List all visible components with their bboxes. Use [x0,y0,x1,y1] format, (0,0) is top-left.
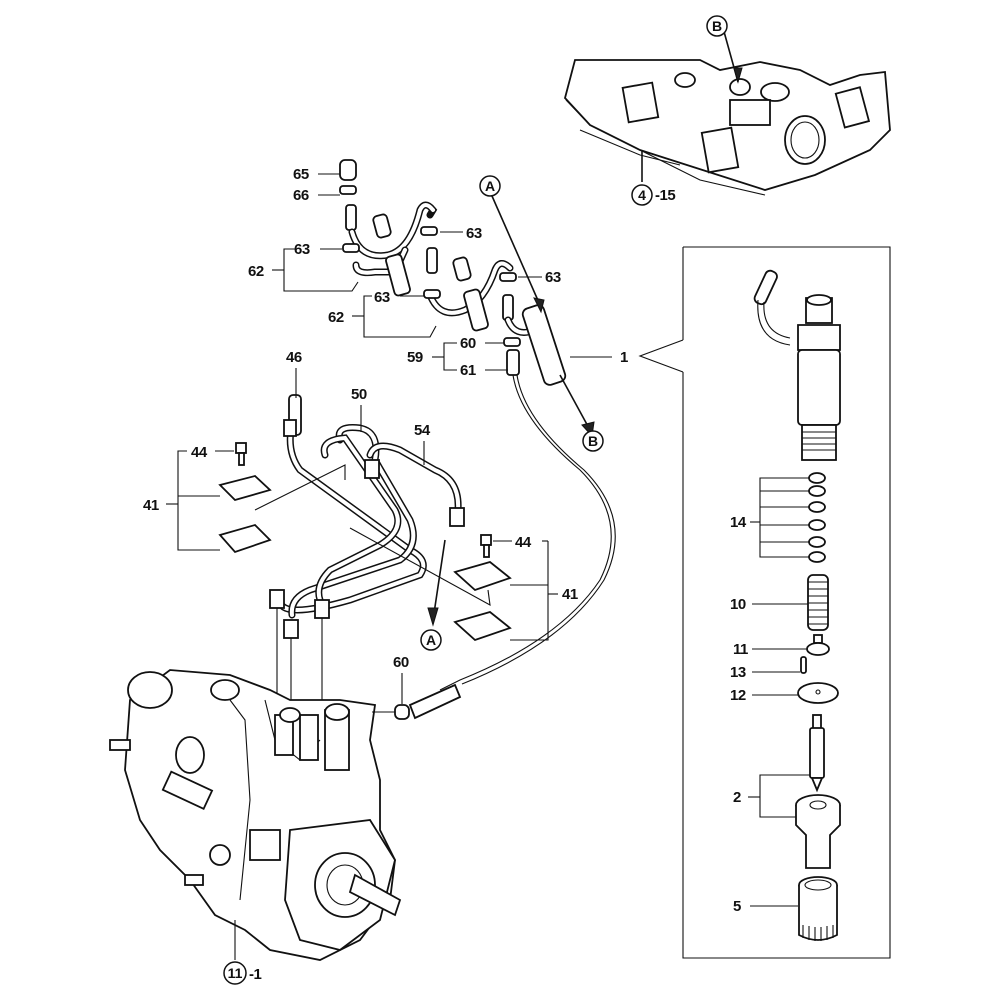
callout-60-a: 60 [460,335,504,352]
cylinder-head-illustration [564,27,891,196]
callout-44-a: 44 [191,444,234,461]
callout-11: 11 [733,641,807,658]
reference-marker-a-top: A [479,175,501,197]
callout-61: 61 [460,362,508,379]
svg-text:44: 44 [515,534,532,551]
pipe-clamp-left [218,442,272,554]
callout-63-a: 63 [294,241,342,258]
svg-text:-1: -1 [249,966,261,983]
svg-text:61: 61 [460,362,476,379]
svg-text:50: 50 [351,386,367,403]
svg-text:46: 46 [286,349,302,366]
svg-text:62: 62 [328,309,344,326]
return-pipe-assembly [339,159,616,691]
callout-2: 2 [733,774,810,818]
callout-10: 10 [730,596,808,613]
pipe-clamp-right [453,534,512,642]
svg-text:59: 59 [407,349,423,366]
callout-41-a: 41 [143,450,220,551]
svg-text:60: 60 [460,335,476,352]
nozzle-holder-illustration [753,269,841,461]
shims-illustration [808,472,826,563]
svg-text:62: 62 [248,263,264,280]
svg-text:A: A [426,632,436,648]
svg-text:63: 63 [466,225,482,242]
callout-13: 13 [730,664,800,681]
callout-1: 1 [570,339,684,373]
callout-66: 66 [293,187,340,204]
svg-text:63: 63 [374,289,390,306]
svg-text:2: 2 [733,789,741,806]
svg-text:65: 65 [293,166,309,183]
svg-text:14: 14 [730,514,747,531]
callout-63-c: 63 [374,289,424,306]
distance-piece-illustration [797,682,839,704]
svg-text:10: 10 [730,596,746,613]
callout-46: 46 [286,349,302,398]
svg-text:54: 54 [414,422,431,439]
callout-63-b: 63 [440,225,482,242]
callout-14: 14 [730,477,809,558]
nozzle-illustration [795,714,841,869]
svg-text:63: 63 [294,241,310,258]
svg-text:60: 60 [393,654,409,671]
svg-text:12: 12 [730,687,746,704]
svg-text:4: 4 [638,187,646,203]
svg-text:11: 11 [733,641,748,658]
svg-text:63: 63 [545,269,561,286]
nozzle-detail-box [682,246,891,959]
callout-12: 12 [730,687,798,704]
svg-text:66: 66 [293,187,309,204]
svg-text:B: B [588,433,598,449]
reference-marker-b-bottom: B [582,430,604,452]
svg-text:1: 1 [620,349,628,366]
svg-text:41: 41 [143,497,159,514]
reference-marker-a-bottom: A [420,629,442,651]
callout-54: 54 [414,422,431,465]
pin-illustration [800,656,807,674]
callout-44-b: 44 [493,534,548,551]
svg-text:44: 44 [191,444,208,461]
callout-41-b: 41 [510,541,578,641]
svg-text:13: 13 [730,664,746,681]
callout-65: 65 [293,166,340,183]
pump-reference: 11 -1 [223,961,262,985]
callout-63-d: 63 [518,269,561,286]
reference-marker-b-top: B [706,15,728,37]
svg-text:5: 5 [733,898,741,915]
callout-50: 50 [351,386,367,432]
fuel-injection-pump-illustration [109,669,462,961]
svg-text:-15: -15 [655,187,675,204]
callout-60-b: 60 [393,654,409,704]
callout-62-a: 62 [248,248,359,292]
svg-text:B: B [712,18,722,34]
svg-text:11: 11 [228,965,243,981]
spring-illustration [807,574,829,631]
nozzle-nut-illustration [798,876,838,941]
callout-5: 5 [733,898,798,915]
svg-text:A: A [485,178,495,194]
svg-text:41: 41 [562,586,578,603]
callout-59: 59 [407,342,457,371]
cylinder-head-reference: 4 -15 [631,184,676,206]
high-pressure-pipes [254,394,491,700]
spring-seat-illustration [806,634,830,656]
callout-62-b: 62 [328,295,437,338]
